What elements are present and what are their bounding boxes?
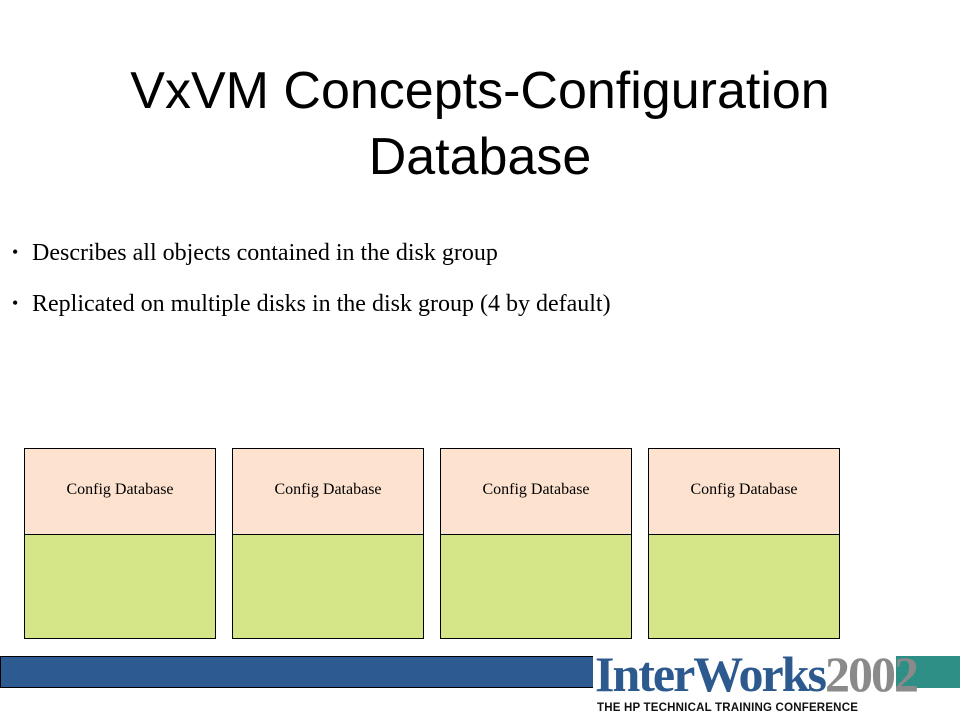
- footer-accent: [896, 656, 960, 688]
- disk-4: Config Database: [648, 448, 840, 639]
- interworks-logo: InterWorks2002 THE HP TECHNICAL TRAINING…: [593, 646, 919, 720]
- footer-band: [0, 656, 595, 688]
- config-database-region: Config Database: [441, 472, 631, 509]
- logo-wordmark: InterWorks2002: [595, 646, 919, 702]
- bullet-list: • Describes all objects contained in the …: [12, 238, 912, 340]
- disk-private-region-bottom: [649, 508, 839, 535]
- config-database-label: Config Database: [274, 481, 382, 498]
- disk-private-region-top: [233, 449, 423, 473]
- logo-tagline: THE HP TECHNICAL TRAINING CONFERENCE: [597, 702, 859, 714]
- slide-title: VxVM Concepts-Configuration Database: [130, 62, 830, 186]
- config-database-region: Config Database: [649, 472, 839, 509]
- disk-private-region-top: [649, 449, 839, 473]
- bullet-dot-icon: •: [12, 293, 19, 313]
- config-database-label: Config Database: [66, 481, 174, 498]
- disk-private-region-bottom: [441, 508, 631, 535]
- bullet-text: Replicated on multiple disks in the disk…: [32, 291, 611, 317]
- bullet-dot-icon: •: [12, 242, 19, 262]
- disk-3: Config Database: [440, 448, 632, 639]
- disk-private-region-bottom: [233, 508, 423, 535]
- config-database-label: Config Database: [482, 481, 590, 498]
- config-database-region: Config Database: [233, 472, 423, 509]
- disk-2: Config Database: [232, 448, 424, 639]
- disk-1: Config Database: [24, 448, 216, 639]
- bullet-text: Describes all objects contained in the d…: [32, 240, 498, 266]
- config-database-label: Config Database: [690, 481, 798, 498]
- logo-year: 2002: [825, 646, 919, 702]
- disk-private-region-top: [25, 449, 215, 473]
- logo-name: InterWorks: [595, 646, 827, 702]
- disk-private-region-bottom: [25, 508, 215, 535]
- config-database-region: Config Database: [25, 472, 215, 509]
- disk-private-region-top: [441, 449, 631, 473]
- bullet-item: • Describes all objects contained in the …: [12, 238, 912, 267]
- bullet-item: • Replicated on multiple disks in the dis…: [12, 289, 912, 318]
